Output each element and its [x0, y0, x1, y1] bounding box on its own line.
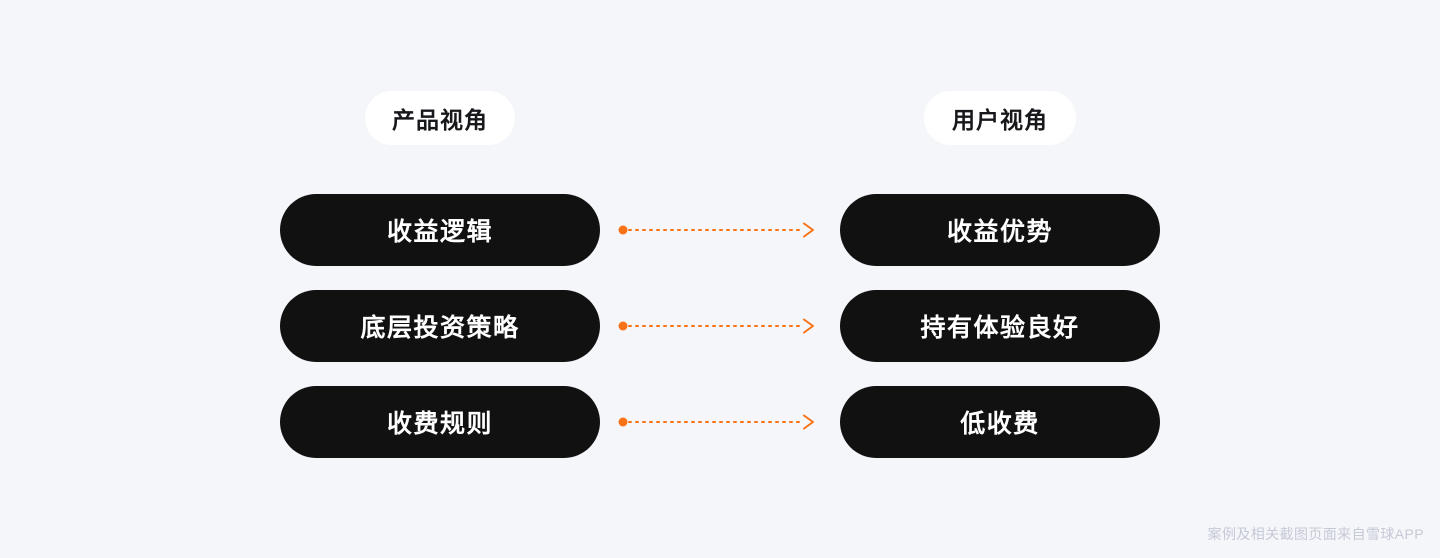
column-header-product-perspective: 产品视角 [365, 91, 515, 145]
node-right-3[interactable]: 低收费 [840, 386, 1160, 458]
node-right-2[interactable]: 持有体验良好 [840, 290, 1160, 362]
node-left-3[interactable]: 收费规则 [280, 386, 600, 458]
connector-arrowhead-icon [803, 318, 814, 334]
source-credit-note: 案例及相关截图页面来自雪球APP [1207, 526, 1424, 542]
connector-arrowhead-icon [803, 414, 814, 430]
node-label: 收益优势 [946, 218, 1053, 246]
column-header-label: 用户视角 [952, 107, 1048, 133]
node-left-2[interactable]: 底层投资策略 [280, 290, 600, 362]
column-header-user-perspective: 用户视角 [924, 91, 1076, 145]
node-label: 持有体验良好 [920, 314, 1080, 342]
node-label: 收费规则 [386, 410, 493, 438]
connector-start-dot [618, 417, 628, 427]
node-label: 收益逻辑 [386, 218, 493, 246]
connector-start-dot [618, 225, 628, 235]
node-left-1[interactable]: 收益逻辑 [280, 194, 600, 266]
connector-arrow-row-3 [618, 414, 814, 430]
connector-arrow-row-1 [618, 222, 814, 238]
node-label: 底层投资策略 [360, 314, 520, 342]
node-right-1[interactable]: 收益优势 [840, 194, 1160, 266]
node-label: 低收费 [960, 410, 1040, 438]
connector-arrow-row-2 [618, 318, 814, 334]
connector-arrowhead-icon [803, 222, 814, 238]
column-header-label: 产品视角 [392, 107, 488, 133]
connector-start-dot [618, 321, 628, 331]
